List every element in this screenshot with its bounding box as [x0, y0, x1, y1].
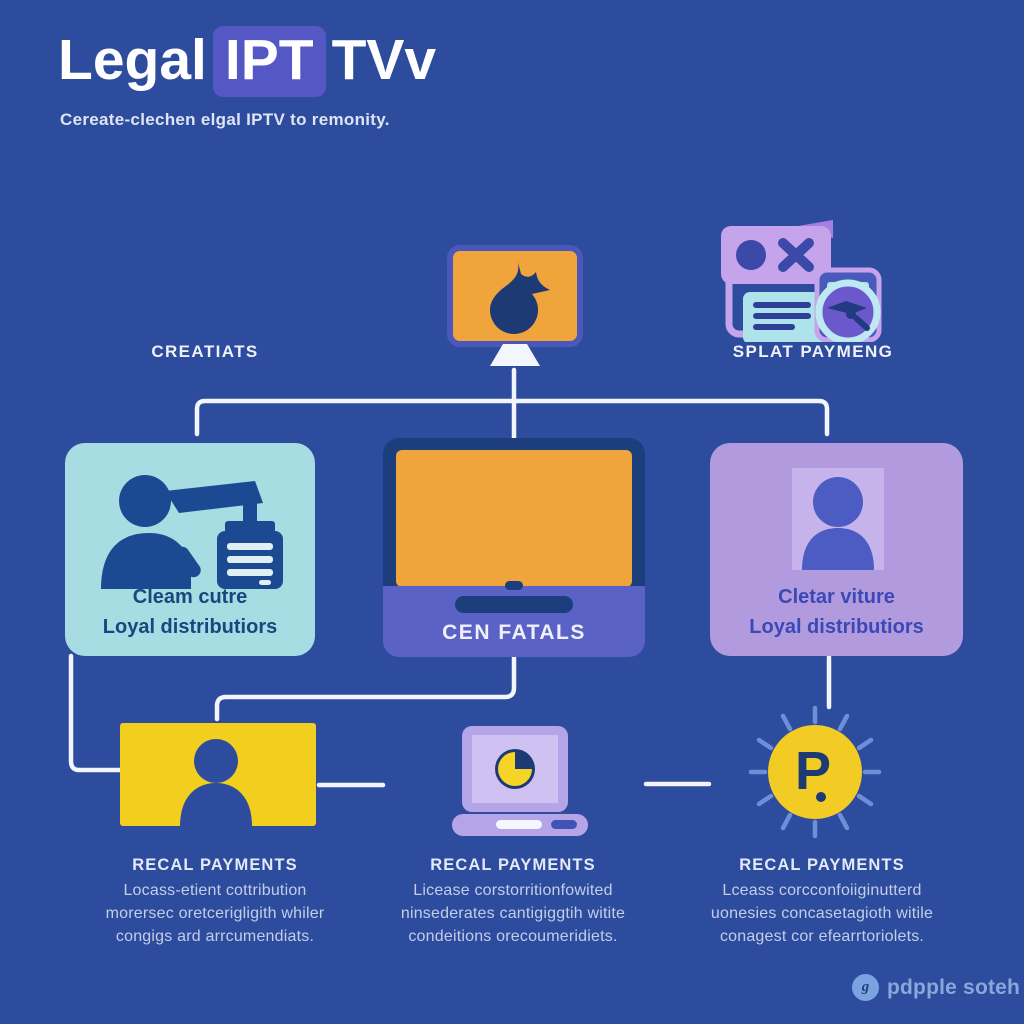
payment-cards-icon	[721, 220, 882, 342]
section-left-line3: congigs ard arrcumendiats.	[115, 928, 315, 945]
section-right-line2: uonesies concasetagioth witile	[710, 905, 934, 922]
section-center-line3: condeitions orecoumeridiets.	[408, 928, 618, 945]
member-card-icon	[120, 723, 316, 826]
section-left-line1: Locass-etient cottribution	[123, 882, 307, 899]
brand-logo-icon: g	[852, 974, 879, 1001]
bulb-glyph: P	[795, 741, 831, 801]
title-part-post: TVv	[331, 28, 437, 92]
tv-screen	[396, 450, 632, 587]
section-center-line1: Licease corstorritionfowited	[413, 882, 613, 899]
creators-box-line2: Loyal distributiors	[102, 616, 278, 638]
section-right-heading: RECAL PAYMENTS	[739, 856, 905, 874]
section-center: RECAL PAYMENTS Licease corstorritionfowi…	[358, 856, 668, 948]
brand-logo: g pdpple soteh	[852, 974, 1020, 1001]
section-right: RECAL PAYMENTS Lceass corcconfoiiginutte…	[667, 856, 977, 948]
split-payment-label: SPLAT PAYMENG	[732, 342, 894, 361]
distributors-box: Cletar viture Loyal distributiors	[710, 443, 963, 656]
tv-monitor-icon: CEN FATALS	[383, 438, 645, 657]
distributors-box-line2: Loyal distributiors	[749, 616, 924, 638]
creator-person-icon	[101, 475, 283, 589]
idea-question-icon: P	[748, 705, 882, 839]
page-subtitle: Cereate-clechen elgal IPTV to remonity.	[60, 110, 390, 129]
tv-soundbar	[455, 596, 573, 613]
central-label: CEN FATALS	[442, 621, 586, 644]
section-center-heading: RECAL PAYMENTS	[430, 856, 596, 874]
section-right-line3: conagest cor efearrtoriolets.	[719, 928, 925, 945]
section-center-line2: ninsederates cantigiggtih witite	[400, 905, 626, 922]
section-left-heading: RECAL PAYMENTS	[132, 856, 298, 874]
avatar-frame	[792, 468, 884, 570]
tv-base: CEN FATALS	[383, 581, 645, 657]
brand-name: pdpple soteh	[887, 975, 1021, 999]
creators-box-line1: Cleam cutre	[132, 586, 248, 608]
laptop-piechart-icon	[452, 726, 588, 836]
distributors-box-line1: Cletar viture	[778, 586, 895, 608]
distributors-box-caption: Cletar viture Loyal distributiors	[710, 582, 963, 642]
section-left-line2: morersec oretcerigligith whiler	[105, 905, 325, 922]
title-part-pre: Legal	[58, 28, 207, 92]
creators-label: CREATIATS	[151, 342, 259, 361]
title-highlight-badge: IPT	[212, 26, 326, 97]
section-right-line1: Lceass corcconfoiiginutterd	[722, 882, 922, 899]
tv-stand-dot	[505, 581, 523, 590]
section-left: RECAL PAYMENTS Locass-etient cottributio…	[60, 856, 370, 948]
creators-box: Cleam cutre Loyal distributiors	[65, 443, 315, 656]
flame-tv-icon	[447, 245, 583, 366]
creators-box-caption: Cleam cutre Loyal distributiors	[65, 582, 315, 642]
user-avatar-icon	[802, 477, 874, 570]
